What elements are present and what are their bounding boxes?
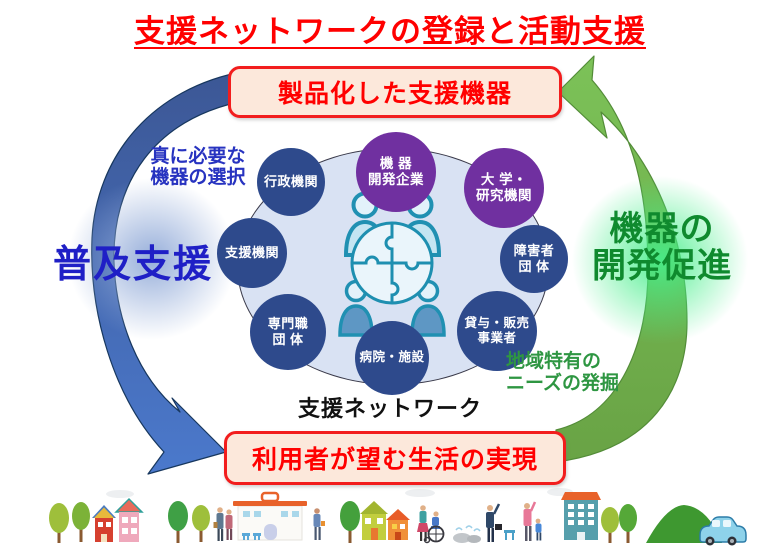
elderly-couple-icon <box>213 507 233 541</box>
member-disability-groups: 障害者 団 体 <box>500 225 568 293</box>
businessman-icon <box>486 503 502 542</box>
wheelchair-user-with-caregiver-icon <box>417 505 445 544</box>
tree-icon <box>72 502 90 542</box>
bench-icon <box>504 530 515 540</box>
member-government: 行政機関 <box>257 148 325 216</box>
page-title: 支援ネットワークの登録と活動支援 <box>134 14 646 49</box>
top-result-box: 製品化した支援機器 <box>228 66 562 118</box>
label-development-promotion: 機器の 開発促進 <box>592 210 732 286</box>
member-universities: 大 学・ 研究機関 <box>464 148 544 228</box>
car-icon <box>699 516 747 546</box>
lime-house-icon <box>360 501 388 540</box>
orange-house-icon <box>386 509 410 540</box>
member-professional-groups: 専門職 団 体 <box>250 294 326 370</box>
people-puzzle-icon <box>338 191 446 337</box>
tree-icon <box>619 504 637 543</box>
rocks-icon <box>453 525 481 543</box>
cloud-icon <box>405 489 435 497</box>
member-device-companies: 機 器 開発企業 <box>356 132 436 212</box>
walking-person-icon <box>313 508 325 540</box>
tree-icon <box>168 501 188 543</box>
pink-house-icon <box>114 497 144 542</box>
member-rental-sales: 貸与・販売 事業者 <box>457 291 537 371</box>
label-support-network: 支援ネットワーク <box>297 396 482 421</box>
bottom-result-box: 利用者が望む生活の実現 <box>224 431 566 485</box>
tree-icon <box>192 505 210 542</box>
tree-icon <box>340 501 360 543</box>
parent-and-child-icon <box>523 501 542 541</box>
town-scene <box>49 488 747 546</box>
clinic-building-icon <box>233 491 307 541</box>
person-bottom-left-icon <box>338 279 374 337</box>
label-dissemination-support: 普及支援 <box>52 244 213 286</box>
tree-icon <box>49 503 69 543</box>
member-hospitals: 病院・施設 <box>355 321 429 395</box>
red-house-icon <box>92 505 116 542</box>
label-local-needs: 地域特有の ニーズの発掘 <box>506 351 620 395</box>
tree-icon <box>601 507 619 543</box>
cloud-icon <box>106 490 134 498</box>
apartment-building-icon <box>561 492 601 540</box>
label-device-selection: 真に必要な 機器の選択 <box>150 146 246 189</box>
puzzle-icon <box>350 221 434 305</box>
